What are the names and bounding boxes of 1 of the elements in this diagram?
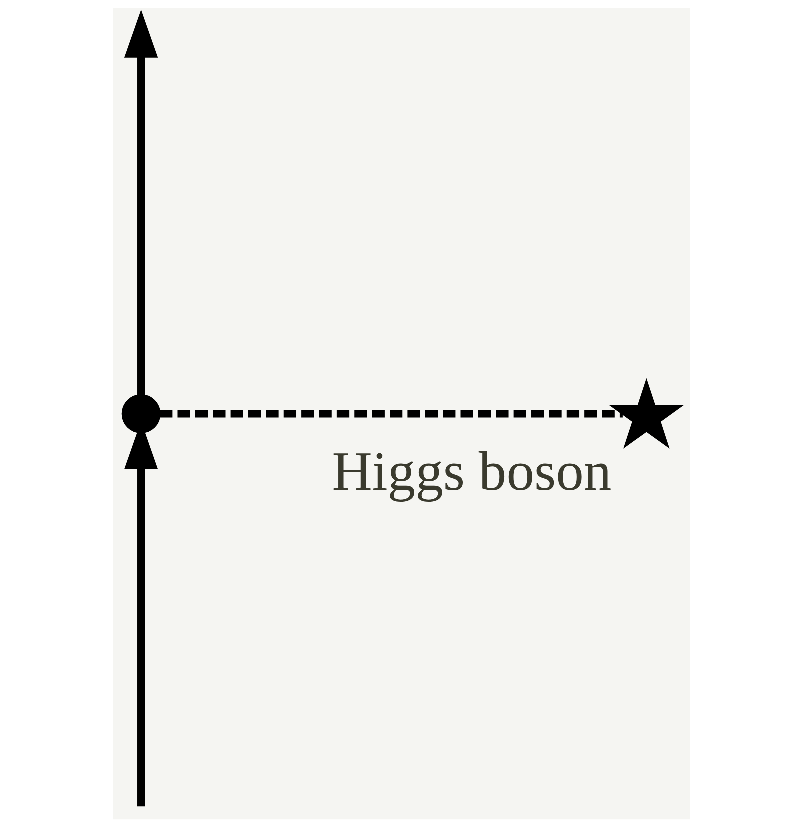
node-label: Higgs boson — [332, 441, 612, 504]
